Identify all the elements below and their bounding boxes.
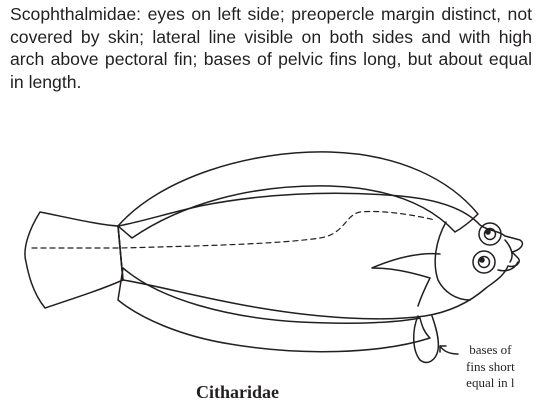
annotation-line-1: bases of (466, 342, 515, 359)
lateral-line (32, 211, 435, 248)
lower-eye (473, 251, 495, 273)
upper-eye (479, 223, 501, 245)
pelvic-fin-annotation: bases of fins short equal in l (466, 342, 515, 392)
annotation-line-3: equal in l (466, 375, 515, 392)
figure-caption: Citharidae (196, 382, 279, 403)
annotation-arrow (440, 346, 458, 354)
pectoral-fin (372, 254, 440, 306)
mouth (505, 240, 512, 262)
dorsal-fin (118, 152, 478, 238)
gill-cover (435, 222, 470, 300)
annotation-line-2: fins short (466, 359, 515, 376)
caudal-fin (25, 212, 123, 308)
